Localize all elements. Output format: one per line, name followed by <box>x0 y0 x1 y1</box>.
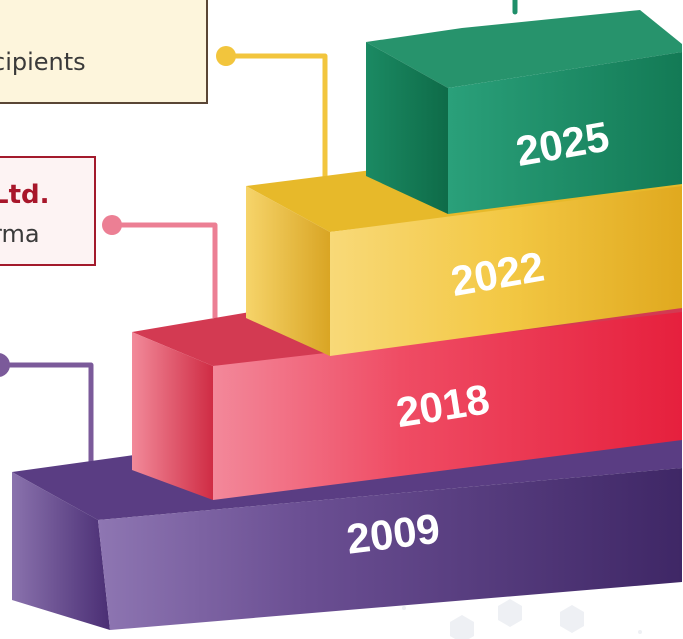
connector-2018 <box>102 215 218 318</box>
connector-2022-line <box>232 53 328 178</box>
step-2025-side <box>366 42 448 214</box>
step-2018-front <box>213 312 682 500</box>
callout-2025: cipients <box>0 0 208 104</box>
step-2025-top <box>366 10 682 88</box>
connector-2009 <box>0 353 94 462</box>
step-2025: 2025 <box>366 10 682 214</box>
step-2009-front <box>98 468 682 630</box>
step-2018-side <box>132 332 213 500</box>
step-2009-label: 2009 <box>344 505 442 563</box>
step-2025-front <box>448 52 682 214</box>
step-2009-side <box>12 472 110 630</box>
decorative-dots <box>402 599 642 639</box>
connector-2018-line <box>118 222 218 318</box>
connector-2018-dot <box>102 215 122 235</box>
dot-decoration <box>402 606 406 610</box>
callout-2022-text: rma <box>0 220 40 248</box>
hexagon-decoration <box>450 615 474 639</box>
step-2022-side <box>246 186 330 356</box>
connector-2022 <box>216 46 328 178</box>
callout-2022: Ltd. rma <box>0 156 96 266</box>
callout-2025-text: cipients <box>0 48 86 76</box>
connector-2022-dot <box>216 46 236 66</box>
hexagon-decoration <box>498 599 522 627</box>
step-2022-front <box>330 186 682 356</box>
dot-decoration <box>638 630 642 634</box>
callout-2022-title: Ltd. <box>0 180 50 210</box>
connector-2009-line <box>6 362 94 462</box>
connector-2009-dot <box>0 353 10 377</box>
hexagon-decoration <box>560 605 584 633</box>
